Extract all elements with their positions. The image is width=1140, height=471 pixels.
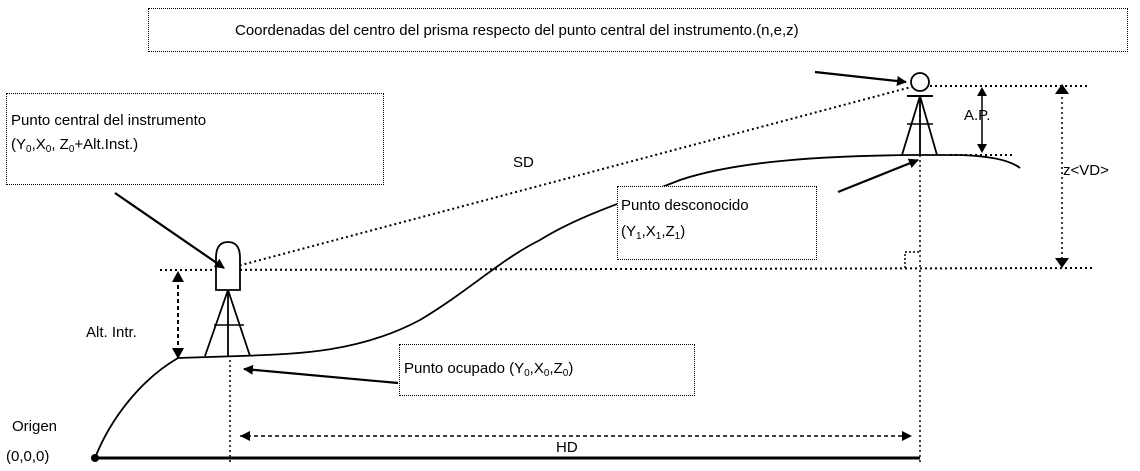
ap-label: A.P. [964, 107, 991, 124]
origin-point [91, 454, 99, 462]
pointer-unknown [837, 158, 919, 194]
occupied-point-box: Punto ocupado (Y0,X0,Z0) [399, 344, 695, 396]
ground-line [94, 154, 1021, 459]
vd-arrow-bottom [1055, 258, 1069, 268]
sd-line [229, 85, 916, 269]
hd-arrow-right [902, 431, 912, 441]
alt-intr-arrow-bottom [172, 348, 184, 359]
pointer-instrument [114, 192, 225, 269]
top-caption-box: Coordenadas del centro del prisma respec… [148, 8, 1128, 52]
origin-coords-label: (0,0,0) [6, 448, 50, 465]
alt-intr-arrow-top [172, 271, 184, 282]
top-caption: Coordenadas del centro del prisma respec… [235, 22, 799, 39]
instrument-center-box: Punto central del instrumento (Y0,X0, Z0… [6, 93, 384, 185]
unknown-point-coords: (Y1,X1,Z1) [621, 223, 686, 242]
occupied-point-text: Punto ocupado (Y0,X0,Z0) [404, 360, 574, 379]
hd-arrow-left [240, 431, 250, 441]
ap-arrow-top [977, 87, 987, 96]
ap-arrow-bottom [977, 144, 987, 153]
instrument-center-title: Punto central del instrumento [11, 112, 207, 129]
instrument-level-line [159, 267, 1096, 271]
origin-label: Origen [12, 418, 58, 435]
pointer-occupied [243, 364, 399, 385]
sd-label: SD [513, 154, 534, 171]
prism-icon [901, 72, 938, 156]
vd-arrow-top [1055, 84, 1069, 94]
right-angle-marker [904, 251, 920, 268]
vd-label: z<VD> [1063, 162, 1109, 179]
alt-intr-label: Alt. Intr. [86, 324, 137, 341]
instrument-center-coords: (Y0,X0, Z0+Alt.Inst.) [11, 136, 139, 155]
hd-label: HD [556, 439, 578, 456]
unknown-point-box: Punto desconocido (Y1,X1,Z1) [617, 186, 817, 260]
unknown-point-title: Punto desconocido [621, 197, 749, 214]
pointer-prism [814, 70, 907, 86]
total-station-icon [204, 241, 251, 357]
